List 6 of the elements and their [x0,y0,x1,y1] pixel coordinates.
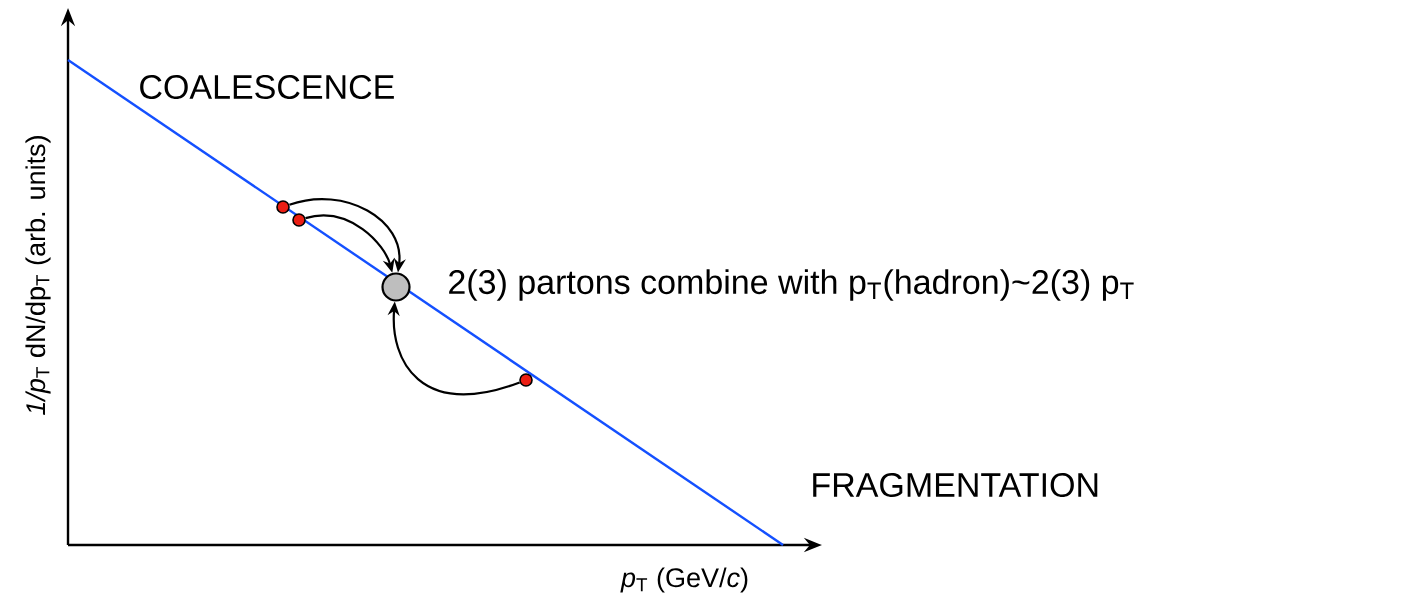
axis-label: 1/p$_{T}$ dN/dp$_{T}$ (arb. units) [25,136,51,415]
fragmentation-label: FRAGMENTATION [813,472,1098,498]
axis-label: p$_{T}$ (GeV/c) [620,567,748,593]
annotation-text: 2(3) partons combine with p$_{T}$(hadron)~2(3) p$_{T}$ [449,269,1134,301]
coalescence-label: COALESCENCE [140,74,394,100]
hadron-circle [381,272,411,302]
